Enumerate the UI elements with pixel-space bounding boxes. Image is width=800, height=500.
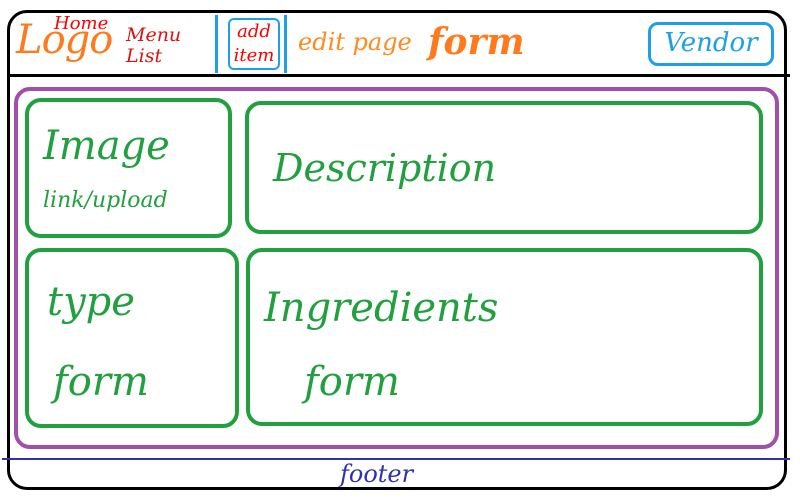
nav-add-item-line2: item [233, 45, 275, 66]
page-frame [7, 10, 787, 490]
description-label: Description [273, 146, 497, 190]
image-upload-section[interactable]: Image link/upload [25, 98, 232, 238]
page-title: form [428, 21, 525, 63]
page-name: edit page [298, 28, 412, 56]
nav-home-link[interactable]: Home [54, 13, 109, 34]
description-field[interactable]: Description [245, 101, 763, 234]
header-divider [7, 74, 790, 77]
image-section-subtitle: link/upload [43, 188, 168, 213]
nav-add-item-line1: add [237, 21, 271, 42]
type-section-subtitle: form [53, 359, 149, 405]
vendor-button[interactable]: Vendor [648, 22, 774, 66]
image-section-title: Image [43, 123, 170, 169]
type-form-section[interactable]: type form [25, 248, 239, 428]
nav-menu-list-link[interactable]: Menu [126, 24, 182, 46]
ingredients-form-section[interactable]: Ingredients form [246, 248, 763, 426]
footer-label: footer [340, 460, 414, 488]
ingredients-section-subtitle: form [304, 359, 400, 405]
footer-divider [2, 458, 790, 460]
nav-add-item-active-tab[interactable] [215, 15, 287, 73]
nav-menu-list-link-line2[interactable]: List [126, 45, 163, 67]
type-section-title: type [47, 279, 135, 325]
content-frame [14, 87, 779, 449]
nav-add-item-link[interactable]: add item [228, 18, 280, 70]
ingredients-section-title: Ingredients [264, 285, 499, 331]
logo[interactable]: Logo [16, 17, 113, 63]
